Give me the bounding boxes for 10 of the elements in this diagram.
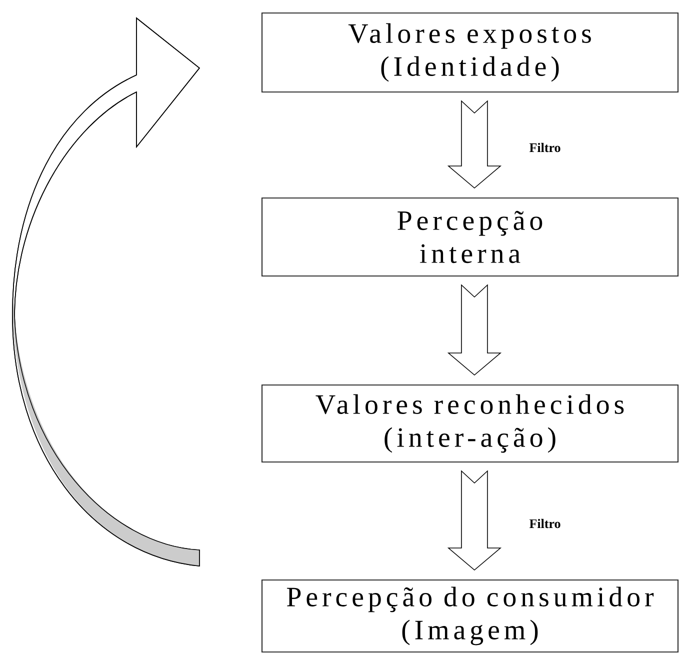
process-box: Percepção interna	[261, 197, 679, 277]
block-arrow	[447, 100, 502, 189]
block-arrow	[447, 284, 502, 376]
block-arrow	[447, 470, 502, 571]
process-box: Percepção do consumidor (Imagem)	[261, 579, 679, 653]
curved-arrow	[12, 18, 200, 566]
edge-label: Filtro	[529, 518, 560, 528]
process-box: Valores reconhecidos (inter-ação)	[261, 384, 679, 463]
process-box: Valores expostos (Identidade)	[261, 12, 679, 93]
edge-label: Filtro	[529, 142, 560, 152]
